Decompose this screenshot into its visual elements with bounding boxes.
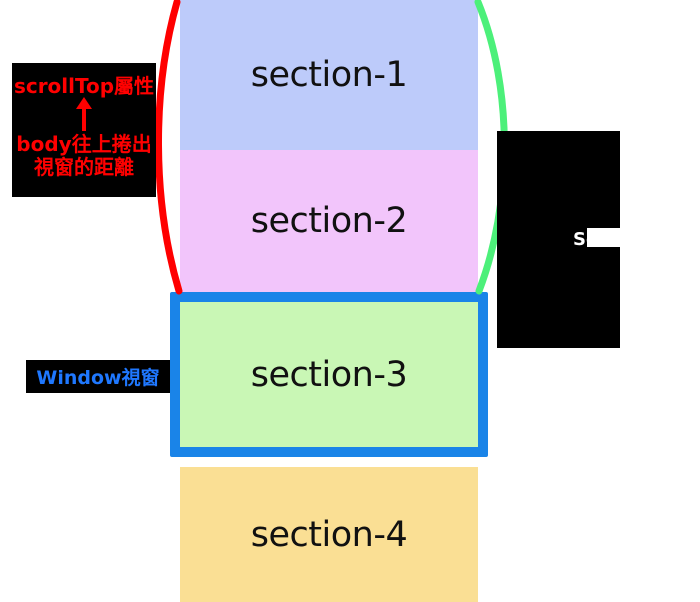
section-1-label: section-1 [250,55,408,95]
up-arrow-icon [12,97,156,132]
scrolltop-annotation: scrollTop屬性 body往上捲出 視窗的距離 [12,63,156,197]
scrolltop-title: scrollTop屬性 [13,74,155,98]
scroll-right-annotation: Sc [497,131,620,348]
scrolltop-desc-line-2: 視窗的距離 [33,154,134,179]
section-3-label: section-3 [250,354,408,395]
section-4-block: section-4 [180,467,478,602]
window-viewport-annotation: Window視窗 [26,360,170,393]
section-1-block: section-1 [180,0,478,150]
scroll-right-label: Sc [573,229,597,250]
label-redaction-bar [587,228,660,247]
window-viewport-frame [170,292,488,457]
section-4-label: section-4 [250,514,408,555]
scrolltop-desc-line-1: body往上捲出 [16,132,152,157]
section-2-block: section-2 [180,150,478,292]
section-2-label: section-2 [250,201,408,241]
section-3-block: section-3 [180,302,478,447]
window-viewport-label: Window視窗 [36,367,160,389]
left-red-arc [155,0,183,295]
